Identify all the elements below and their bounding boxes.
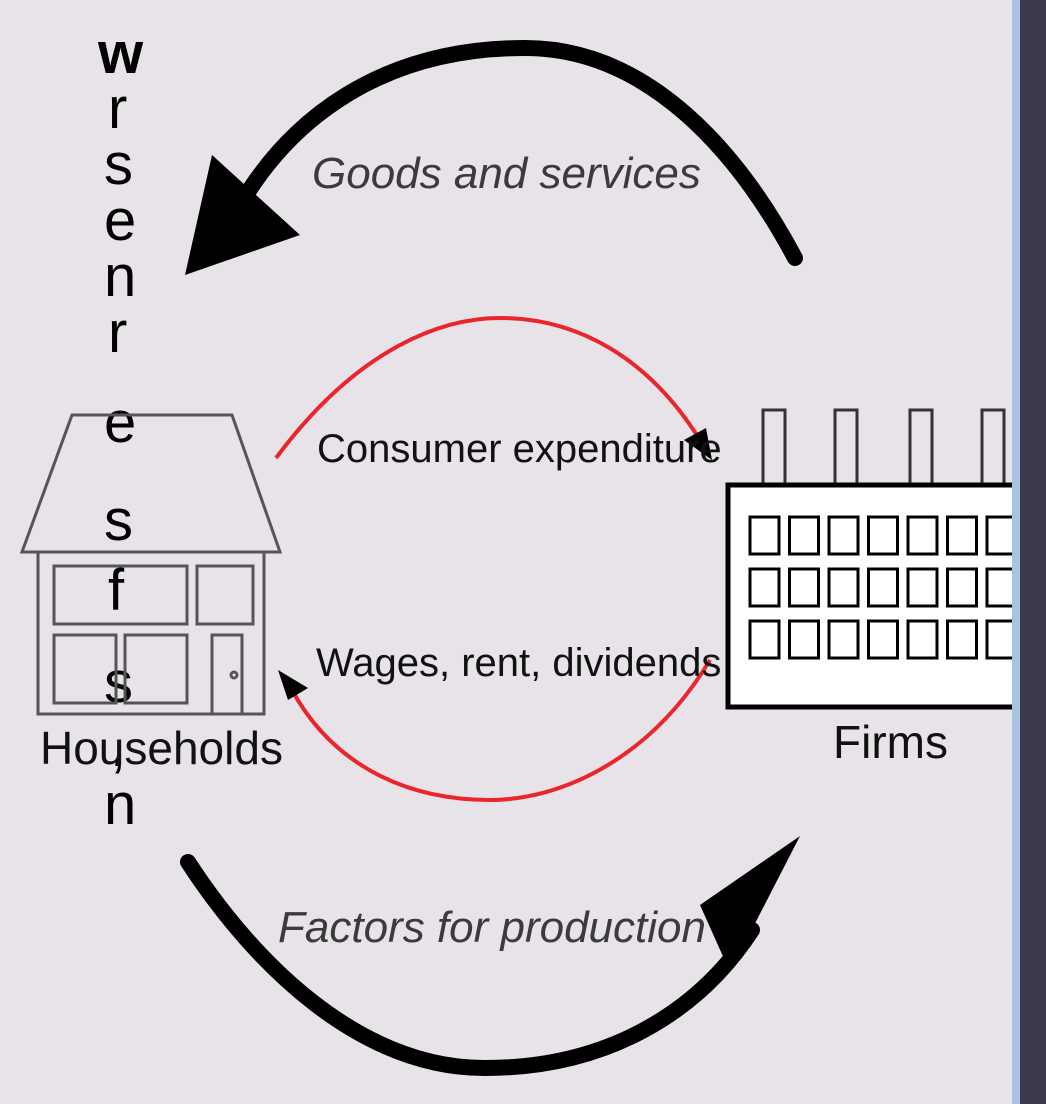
factory-window — [827, 567, 860, 608]
factory-window — [867, 567, 899, 608]
firms-label: Firms — [833, 716, 948, 768]
factory-window — [906, 619, 939, 660]
goods-label: Goods and services — [312, 149, 701, 198]
households-label: Households — [40, 722, 283, 774]
factory-window — [788, 567, 820, 608]
factory-window — [748, 515, 781, 556]
factory-window — [906, 567, 939, 608]
factors-label: Factors for production — [278, 903, 706, 952]
households-house-icon — [19, 413, 283, 716]
wages-label: Wages, rent, dividends — [316, 641, 721, 685]
factory-window — [827, 619, 860, 660]
factory-window — [867, 515, 899, 556]
factory-window — [946, 515, 978, 556]
factory-window — [867, 619, 899, 660]
factory-window — [748, 567, 781, 608]
consumer-expenditure-label: Consumer expenditure — [317, 427, 722, 471]
wages-flow-arrow — [278, 658, 712, 803]
window-frame-edge — [1012, 0, 1046, 1104]
factory-window — [946, 619, 978, 660]
factory-window — [906, 515, 939, 556]
firms-factory-icon — [725, 408, 1029, 710]
factory-window — [788, 515, 820, 556]
factory-window — [788, 619, 820, 660]
factors-flow-arrow — [180, 836, 800, 1077]
factory-window — [946, 567, 978, 608]
factory-window — [827, 515, 860, 556]
consumer-expenditure-arrow — [274, 315, 712, 460]
factory-window — [748, 619, 781, 660]
goods-flow-arrow — [185, 39, 803, 275]
